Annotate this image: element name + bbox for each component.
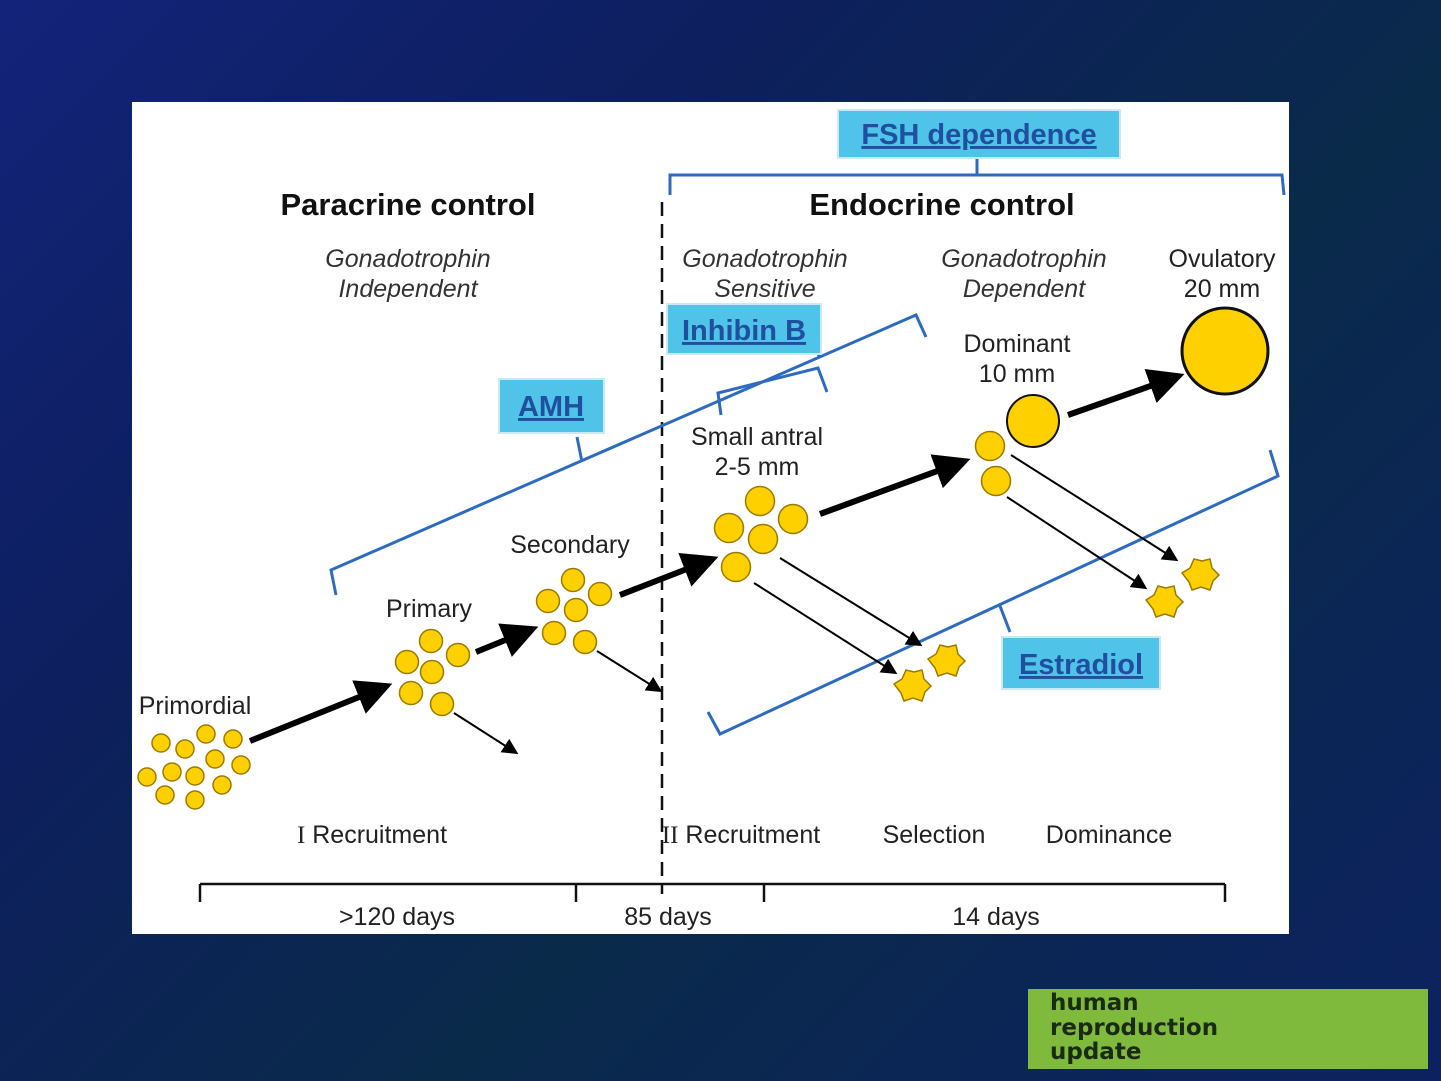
atretic-follicle-4 xyxy=(1180,558,1221,591)
inhibin-b-box: Inhibin B xyxy=(666,303,822,355)
inhibin-b-label: Inhibin B xyxy=(682,315,806,347)
amh-label: AMH xyxy=(518,391,584,423)
phase-dependent-line2: Dependent xyxy=(963,275,1086,303)
follicle-development-diagram: FSH dependence Paracrine control Endocri… xyxy=(137,109,1286,931)
estradiol-box: Estradiol xyxy=(1001,636,1161,690)
arrow-primordial-to-primary xyxy=(248,680,393,744)
diagram-panel: FSH dependence Paracrine control Endocri… xyxy=(132,102,1289,934)
estradiol-bracket xyxy=(706,449,1280,736)
atretic-follicle-1 xyxy=(892,669,933,702)
secondary-label: Secondary xyxy=(510,531,630,559)
arrow-secondary-to-small-antral xyxy=(618,553,719,598)
dominant-label-line2: 10 mm xyxy=(979,360,1055,388)
stage-recruitment-1: I Recruitment xyxy=(297,821,447,849)
inhibin-bracket xyxy=(716,366,829,416)
timeline-axis xyxy=(198,882,1227,902)
stage-recruitment-2: II Recruitment xyxy=(662,821,820,849)
small-antral-label-line2: 2-5 mm xyxy=(715,453,800,481)
timeline-period-3: 14 days xyxy=(952,903,1040,931)
atretic-follicle-2 xyxy=(926,644,967,677)
dominant-stage-follicles xyxy=(974,430,1012,497)
atresia-arrow-primary xyxy=(453,712,519,755)
atretic-follicles xyxy=(892,558,1221,702)
phase-independent-line2: Independent xyxy=(338,275,478,303)
journal-logo-line2: reproduction xyxy=(1050,1015,1219,1041)
arrow-dominant-to-ovulatory xyxy=(1067,368,1185,418)
timeline-period-2: 85 days xyxy=(624,903,712,931)
journal-logo-line1: human xyxy=(1050,990,1139,1016)
atresia-arrow-small-antral-2 xyxy=(779,557,923,647)
atresia-arrow-dominant-1 xyxy=(1006,496,1148,590)
phase-ovulatory-line2: 20 mm xyxy=(1184,275,1260,303)
phase-sensitive-line1: Gonadotrophin xyxy=(682,245,847,273)
small-antral-label-line1: Small antral xyxy=(691,423,823,451)
dominant-follicle xyxy=(1006,394,1060,448)
atresia-arrow-small-antral-1 xyxy=(753,582,898,675)
atresia-arrow-dominant-2 xyxy=(1010,454,1179,562)
stage-selection: Selection xyxy=(883,821,986,849)
phase-sensitive-line2: Sensitive xyxy=(714,275,815,303)
atresia-arrows xyxy=(453,454,1179,755)
amh-box: AMH xyxy=(498,378,605,434)
timeline-period-1: >120 days xyxy=(339,903,455,931)
fsh-dependence-label: FSH dependence xyxy=(861,119,1096,151)
phase-dependent-line1: Gonadotrophin xyxy=(941,245,1106,273)
estradiol-label: Estradiol xyxy=(1019,649,1143,681)
primordial-follicle-cluster xyxy=(137,724,251,810)
primordial-label: Primordial xyxy=(139,692,252,720)
secondary-follicle-cluster xyxy=(535,567,613,655)
phase-independent-line1: Gonadotrophin xyxy=(325,245,490,273)
arrow-small-antral-to-dominant xyxy=(818,454,971,517)
primary-label: Primary xyxy=(386,595,473,623)
small-antral-follicle-cluster xyxy=(713,485,809,583)
paracrine-control-title: Paracrine control xyxy=(281,187,536,222)
journal-logo-line3: update xyxy=(1050,1039,1142,1065)
ovulatory-follicle xyxy=(1180,306,1270,396)
stage-dominance: Dominance xyxy=(1046,821,1172,849)
atresia-arrow-secondary xyxy=(596,650,663,693)
amh-bracket-tip xyxy=(575,436,584,463)
arrow-primary-to-secondary xyxy=(474,623,539,657)
endocrine-control-title: Endocrine control xyxy=(809,187,1074,222)
fsh-dependence-box: FSH dependence xyxy=(837,109,1121,159)
primary-follicle-cluster xyxy=(394,628,471,717)
growth-arrows xyxy=(248,368,1185,744)
amh-bracket xyxy=(329,313,928,596)
atretic-follicle-3 xyxy=(1144,585,1185,618)
phase-ovulatory-line1: Ovulatory xyxy=(1169,245,1276,273)
estradiol-bracket-tip xyxy=(998,605,1012,633)
journal-logo: human reproduction update xyxy=(1028,989,1428,1069)
dominant-label-line1: Dominant xyxy=(964,330,1071,358)
